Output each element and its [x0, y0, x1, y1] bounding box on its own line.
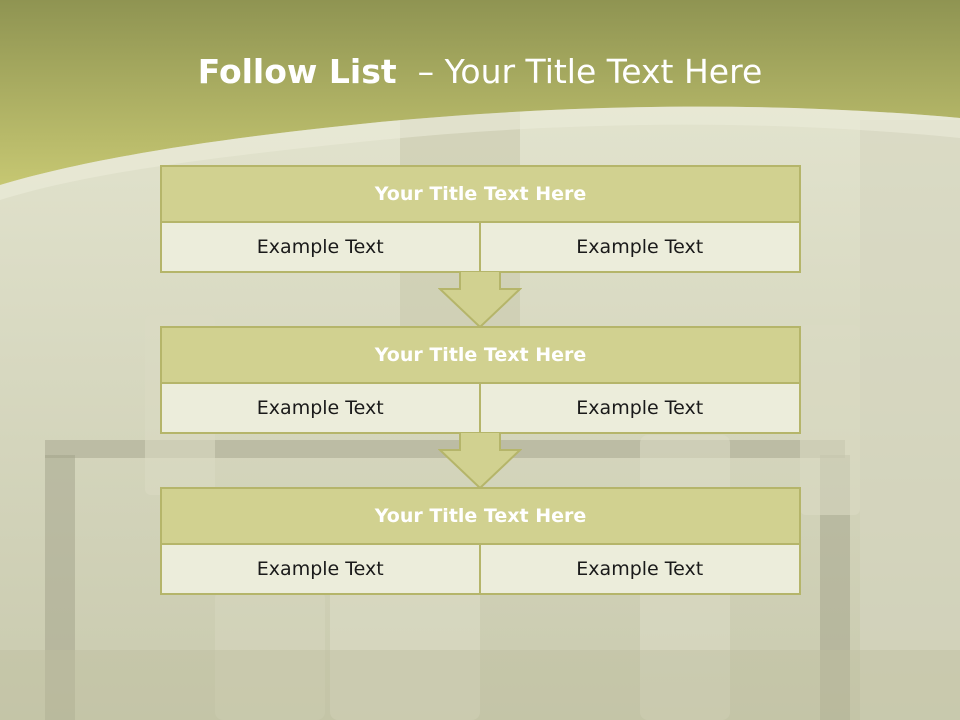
slide-title-rest: – Your Title Text Here [396, 52, 763, 91]
slide-title-bold: Follow List [197, 52, 397, 91]
block-cell-right: Example Text [480, 384, 801, 434]
down-arrow-icon [438, 432, 522, 490]
block-title: Your Title Text Here [160, 487, 801, 545]
block-row: Example Text Example Text [160, 384, 801, 434]
list-block-3: Your Title Text Here Example Text Exampl… [160, 487, 801, 595]
block-cell-left: Example Text [160, 545, 481, 595]
block-row: Example Text Example Text [160, 223, 801, 273]
block-cell-left: Example Text [160, 384, 481, 434]
list-block-1: Your Title Text Here Example Text Exampl… [160, 165, 801, 273]
block-title: Your Title Text Here [160, 165, 801, 223]
list-block-2: Your Title Text Here Example Text Exampl… [160, 326, 801, 434]
block-title: Your Title Text Here [160, 326, 801, 384]
slide-title: Follow List – Your Title Text Here [0, 52, 960, 91]
block-cell-left: Example Text [160, 223, 481, 273]
block-cell-right: Example Text [480, 223, 801, 273]
block-cell-right: Example Text [480, 545, 801, 595]
block-row: Example Text Example Text [160, 545, 801, 595]
down-arrow-icon [438, 271, 522, 329]
